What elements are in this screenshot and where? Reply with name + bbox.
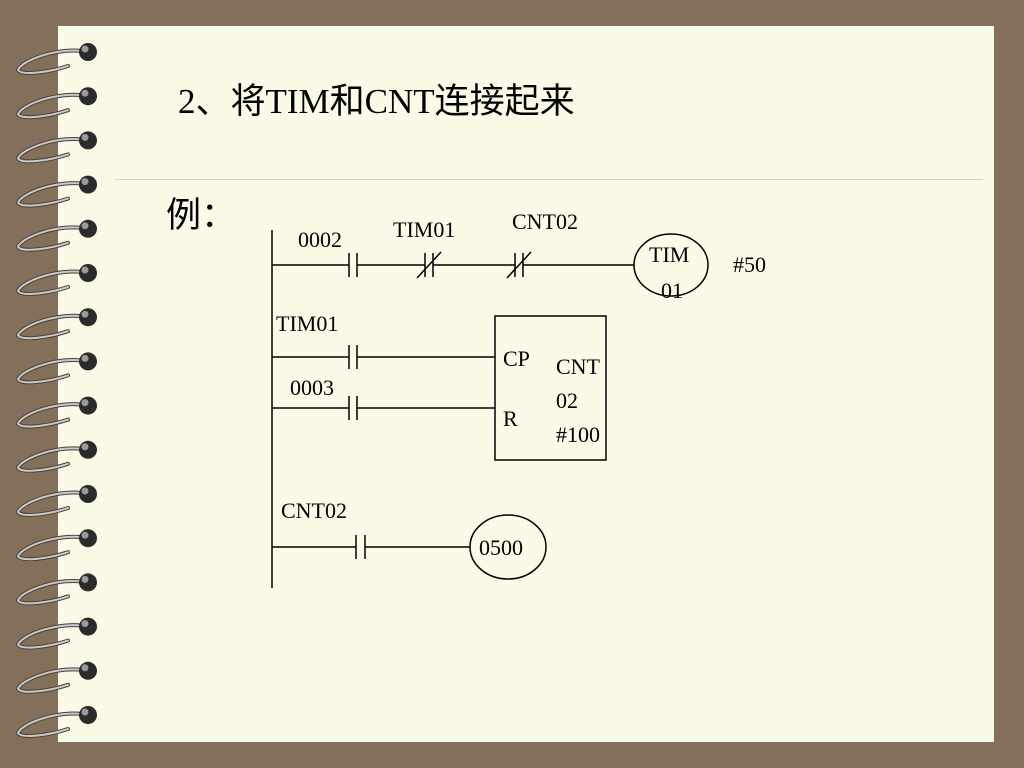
timer-coil: [633, 233, 709, 297]
binding-ring: [15, 617, 97, 650]
label-cnt02: CNT02: [281, 498, 347, 523]
contact-0002: [348, 253, 358, 277]
binding-ring: [15, 573, 97, 606]
binding-ring: [15, 440, 97, 473]
binding-ring: [15, 706, 97, 738]
output-coil-label: 0500: [479, 535, 523, 560]
contact-cnt02: [355, 535, 366, 559]
timer-coil-label-line2: 01: [661, 278, 683, 303]
timer-preset: #50: [733, 252, 766, 277]
slide-title: 2、将TIM和CNT连接起来: [178, 82, 575, 121]
binding-ring: [15, 396, 97, 429]
binding-ring: [15, 308, 97, 341]
example-label: 例：: [166, 196, 237, 235]
label-tim01-nc: TIM01: [393, 217, 455, 242]
counter-input-cp: CP: [503, 346, 530, 371]
binding-ring: [15, 661, 97, 694]
timer-coil-label-line1: TIM: [649, 242, 689, 267]
binding-ring: [15, 352, 97, 385]
binding-ring: [15, 131, 97, 164]
rung-2: [272, 315, 607, 461]
binding-ring: [15, 87, 97, 120]
binding-ring: [15, 264, 97, 296]
binding-ring: [15, 529, 97, 562]
label-0003: 0003: [290, 375, 334, 400]
contact-0003: [348, 396, 358, 420]
label-0002: 0002: [298, 227, 342, 252]
slide-page: [58, 26, 994, 742]
label-tim01: TIM01: [276, 311, 338, 336]
counter-preset: #100: [556, 422, 600, 447]
binding-ring: [15, 175, 97, 208]
counter-label-line1: CNT: [556, 354, 601, 379]
contact-tim01: [348, 345, 358, 369]
counter-block: [494, 315, 607, 461]
label-cnt02-nc: CNT02: [512, 209, 578, 234]
rung-3: [272, 514, 547, 580]
counter-label-line2: 02: [556, 388, 578, 413]
counter-input-r: R: [503, 406, 518, 431]
binding-ring: [15, 485, 97, 517]
output-coil: [469, 514, 547, 580]
rung-1: [272, 233, 709, 297]
binding-ring: [15, 43, 97, 75]
binding-ring: [15, 219, 97, 252]
divider-line: [115, 179, 983, 180]
